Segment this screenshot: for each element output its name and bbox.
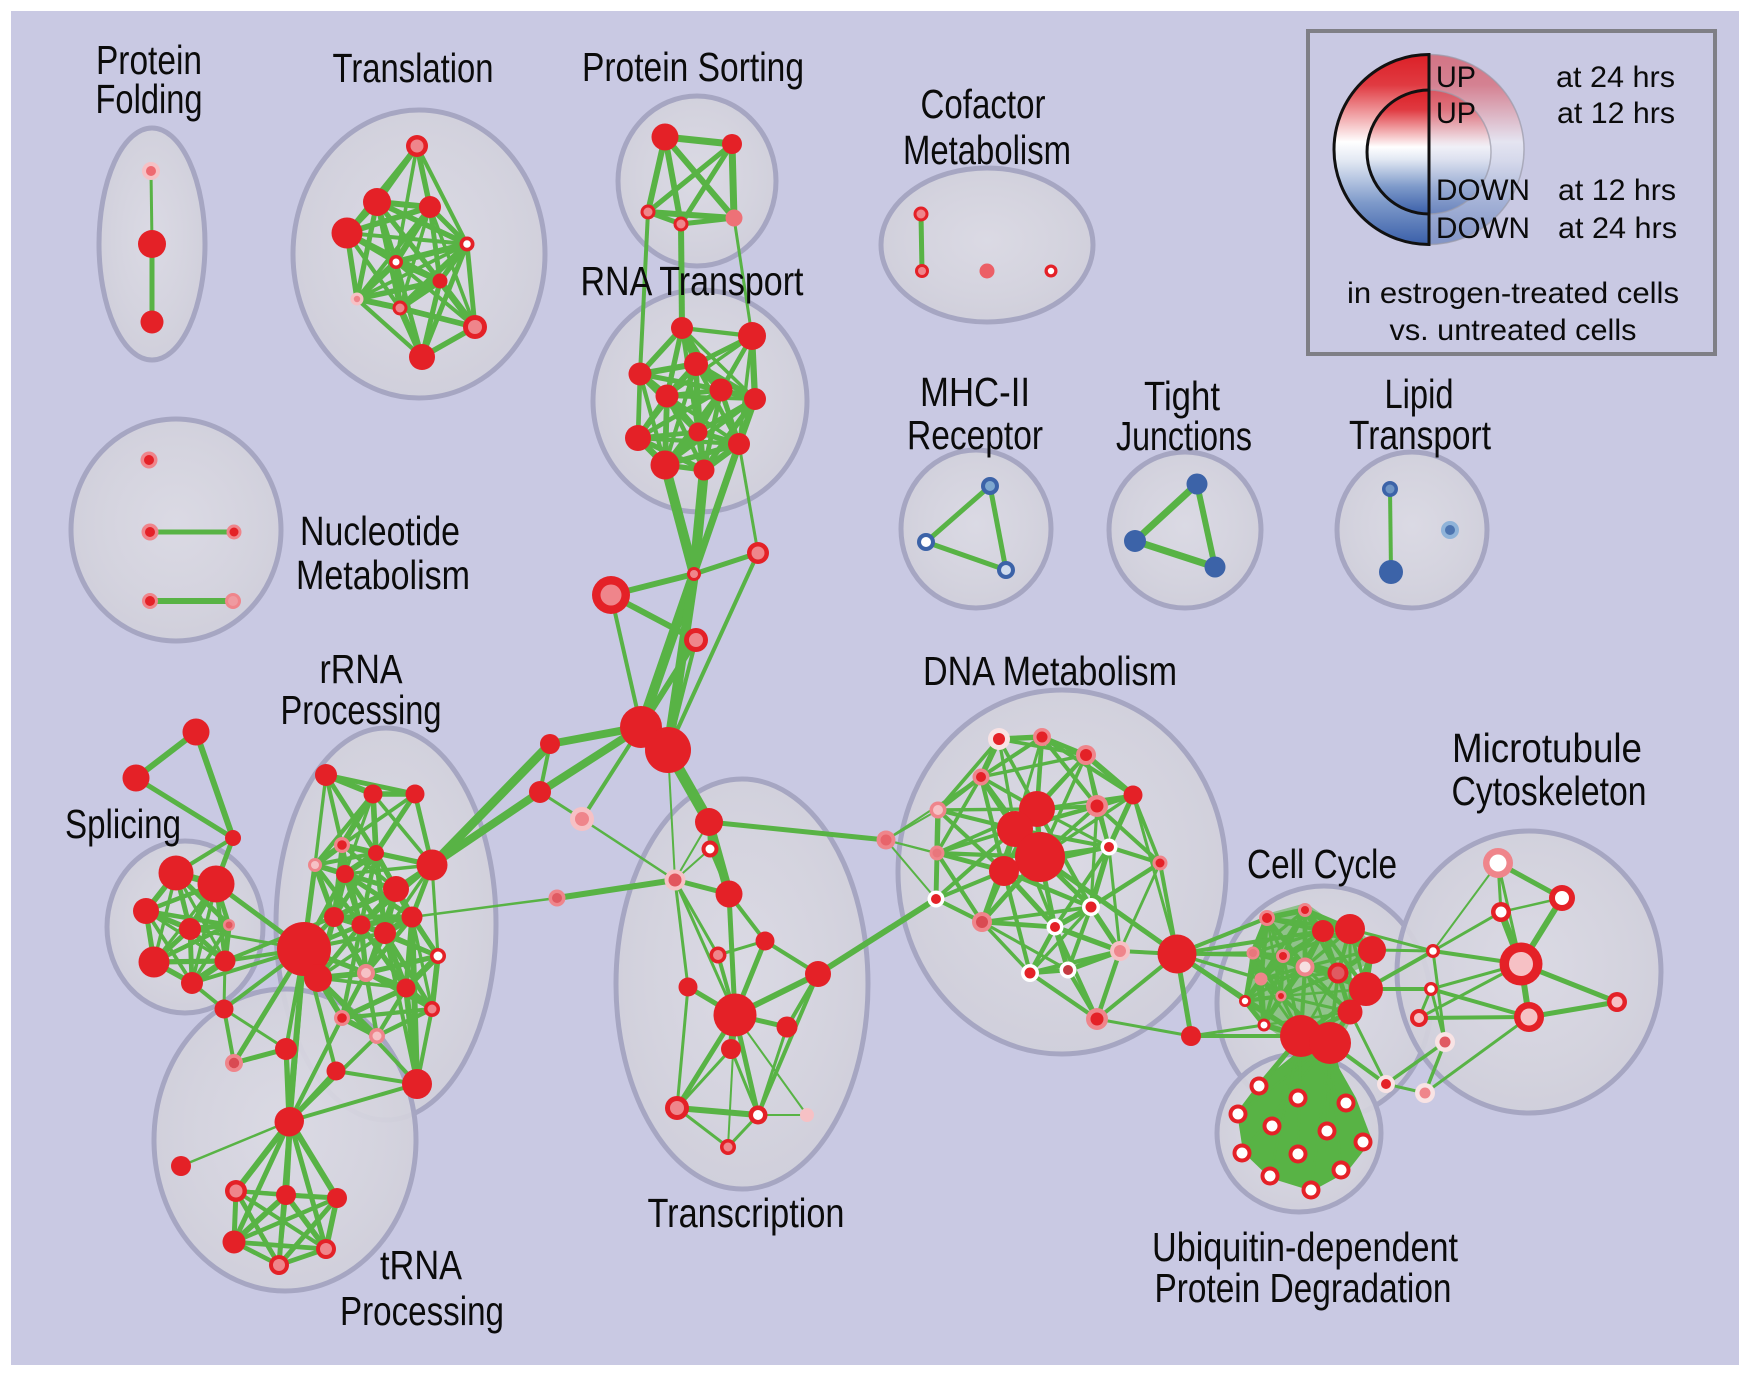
svg-text:vs. untreated cells: vs. untreated cells xyxy=(1390,314,1637,347)
svg-text:Processing: Processing xyxy=(340,1288,504,1334)
svg-text:Junctions: Junctions xyxy=(1116,413,1252,459)
svg-text:at 12 hrs: at 12 hrs xyxy=(1558,174,1676,207)
svg-text:Metabolism: Metabolism xyxy=(903,127,1071,173)
svg-text:Cell Cycle: Cell Cycle xyxy=(1247,841,1397,887)
svg-text:at 24 hrs: at 24 hrs xyxy=(1558,212,1677,245)
svg-text:Tight: Tight xyxy=(1144,373,1221,419)
svg-text:Processing: Processing xyxy=(281,687,442,733)
svg-text:DOWN: DOWN xyxy=(1436,174,1530,207)
svg-text:Microtubule: Microtubule xyxy=(1452,725,1642,771)
svg-text:Receptor: Receptor xyxy=(907,412,1043,458)
svg-text:DNA Metabolism: DNA Metabolism xyxy=(923,648,1177,694)
svg-text:tRNA: tRNA xyxy=(380,1242,463,1288)
svg-text:Translation: Translation xyxy=(333,45,494,91)
svg-text:Nucleotide: Nucleotide xyxy=(300,508,460,554)
svg-text:in estrogen-treated cells: in estrogen-treated cells xyxy=(1347,277,1679,310)
svg-text:UP: UP xyxy=(1436,61,1476,94)
svg-text:Ubiquitin-dependent: Ubiquitin-dependent xyxy=(1152,1224,1459,1270)
svg-text:UP: UP xyxy=(1436,97,1476,130)
svg-text:rRNA: rRNA xyxy=(320,646,404,692)
svg-text:Lipid: Lipid xyxy=(1385,371,1454,417)
svg-text:Protein Degradation: Protein Degradation xyxy=(1155,1265,1452,1311)
svg-text:Metabolism: Metabolism xyxy=(296,552,470,598)
svg-text:Transport: Transport xyxy=(1349,412,1491,458)
svg-text:Folding: Folding xyxy=(96,76,203,122)
svg-text:MHC-II: MHC-II xyxy=(920,369,1030,415)
svg-text:Cytoskeleton: Cytoskeleton xyxy=(1452,768,1647,814)
svg-text:Transcription: Transcription xyxy=(648,1190,845,1236)
svg-text:at 12 hrs: at 12 hrs xyxy=(1557,97,1675,130)
svg-text:Protein: Protein xyxy=(96,37,202,83)
svg-text:DOWN: DOWN xyxy=(1436,212,1530,245)
svg-text:Splicing: Splicing xyxy=(65,801,181,847)
svg-text:Cofactor: Cofactor xyxy=(921,81,1046,127)
svg-text:Protein Sorting: Protein Sorting xyxy=(582,44,804,90)
svg-text:at 24 hrs: at 24 hrs xyxy=(1556,61,1675,94)
svg-text:RNA Transport: RNA Transport xyxy=(581,258,804,304)
